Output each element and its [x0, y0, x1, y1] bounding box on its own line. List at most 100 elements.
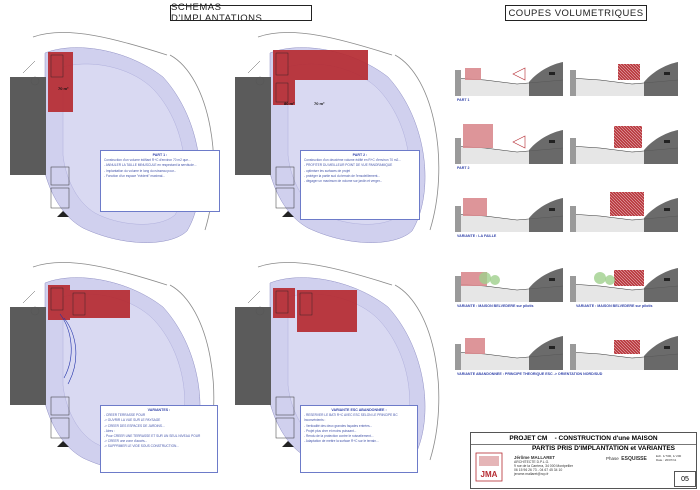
parking-space: [275, 417, 295, 439]
plan-4-note-line: - Adaptation de mettre la surface R+C su…: [304, 439, 379, 444]
area-label: 80 m²: [284, 101, 295, 106]
hillside-terrain: [529, 336, 563, 370]
car-icon: [549, 278, 555, 281]
building-outline: [72, 292, 86, 316]
plan-3-note: VARIANTES : - CREER TERRASSE POUR -> OUV…: [100, 405, 218, 473]
plan-4-note-line: - Rendu de la protection contre le ruiss…: [304, 434, 374, 439]
view-cone-icon: [512, 67, 526, 81]
car-icon: [549, 140, 555, 143]
road-edge-line: [32, 262, 168, 286]
parking-space: [275, 396, 295, 416]
section-sketch: [569, 50, 679, 96]
plan-3-note-line: -> CREER une zone d'accès...: [104, 439, 148, 444]
section-5-label: VARIANTE : MAISON BELVEDERE sur pilotis: [576, 304, 653, 308]
access-line: [22, 290, 36, 304]
volume-hatch: [614, 126, 642, 148]
north-arrow: [282, 211, 294, 217]
north-arrow: [282, 441, 294, 447]
hillside-terrain: [529, 62, 563, 96]
title-block-project: PROJET CM - CONSTRUCTION d'une MAISON: [471, 433, 696, 445]
car-icon: [664, 208, 670, 211]
architect-title: ARCHITECTE D.P.L.G.: [514, 460, 550, 464]
neighbour-wall: [455, 344, 461, 370]
access-path-arrow: [59, 313, 72, 379]
plan-2-note-line: - protéger la partie sud du terrain de l…: [304, 173, 381, 178]
plan-1-note-title: PART 1 :: [152, 153, 168, 157]
section-1-label: PART 1: [457, 98, 470, 102]
neighbour-building: [10, 307, 46, 405]
section-3-label: VARIANTE : LA FAILLE: [457, 234, 497, 238]
section-sketch: [569, 186, 679, 232]
tree-symbol: [605, 275, 615, 285]
neighbour-wall: [455, 276, 461, 302]
section-sketch: [454, 118, 564, 164]
plan-2-note-line: Construction d'un deuxième volume édifié…: [304, 158, 401, 163]
building-outline: [275, 82, 289, 103]
section-sketch: [569, 118, 679, 164]
car-icon: [549, 346, 555, 349]
plan-3-note-line: -> CREER DES ESPACES DE JARDINS...: [104, 423, 165, 428]
section-sketch: [454, 324, 564, 370]
parking-space: [50, 187, 70, 209]
sections-layer: [454, 50, 679, 370]
parking-space: [50, 166, 70, 186]
plan-1-note-line: - Fonction d'un espace "évident" maximal…: [104, 173, 165, 178]
plan-building-volume: [273, 80, 295, 105]
plan-3-note-line: - CREER TERRASSE POUR: [104, 413, 146, 418]
plan-1-note-line: Construction d'un volume édifiant R+C d'…: [104, 158, 191, 163]
neighbour-building: [235, 77, 271, 175]
neighbour-wall: [570, 70, 576, 96]
tree-symbol: [30, 76, 40, 86]
car-icon: [664, 278, 670, 281]
neighbour-wall: [570, 344, 576, 370]
plan-building-volume: [48, 52, 73, 112]
plan-2-note-line: - optimiser les surfaces de projet: [304, 168, 351, 173]
plan-building-volume: [273, 288, 295, 318]
road-edge-line: [394, 54, 440, 231]
plan-4-note-line: - Projet plus cher et moins puissant...: [304, 428, 357, 433]
section-volume: [465, 338, 485, 354]
header-schemas: SCHEMAS D'IMPLANTATIONS: [170, 2, 312, 24]
road-edge-line: [394, 284, 440, 461]
plan-4-note-line: - Verticalité des deux grandes façades e…: [304, 423, 373, 428]
neighbour-building: [10, 77, 46, 175]
section-volume: [463, 198, 487, 216]
title-block-subject: PARTIS PRIS D'IMPLANTATION et VARIANTES: [532, 445, 675, 452]
north-arrow: [57, 441, 69, 447]
building-outline: [275, 52, 289, 76]
access-line: [247, 60, 261, 74]
architect-info: Jérôme MALLARET ARCHITECTE D.P.L.G. 9 ru…: [514, 455, 604, 476]
plan-1-note-line: - ANNULER LA TAILLE MINUSCULE en respect…: [104, 163, 197, 168]
car-icon: [664, 346, 670, 349]
plan-1-note: PART 1 : Construction d'un volume édifia…: [100, 150, 220, 212]
plan-4-note-title: VARIANTE ESC ABANDONNEE :: [331, 408, 387, 412]
page-number: 05: [674, 471, 696, 487]
neighbour-wall: [455, 206, 461, 232]
architect-phone: 06 15 96 26 73 - 04 67 45 34 10: [514, 468, 563, 472]
section-2-label: PART 2: [457, 166, 470, 170]
jma-logo: JMA: [475, 452, 503, 482]
neighbour-wall: [455, 138, 461, 164]
access-line: [247, 290, 261, 304]
area-label: 70 m²: [58, 86, 69, 91]
hillside-terrain: [529, 130, 563, 164]
building-outline: [299, 292, 313, 316]
section-4-label: VARIANTE : MAISON BELVEDERE sur pilotis: [457, 304, 534, 308]
section-sketch: [454, 186, 564, 232]
plan-4-note-line: Inconvénients :: [304, 418, 326, 423]
plan-building-volume: [273, 50, 368, 80]
plan-2-note: PART 2 : Construction d'un deuxième volu…: [300, 150, 420, 220]
access-line: [22, 60, 36, 74]
view-cone-icon: [512, 135, 526, 149]
hillside-terrain: [529, 198, 563, 232]
access-path-arrow: [63, 317, 77, 385]
hillside-terrain: [644, 336, 678, 370]
parking-space: [50, 396, 70, 416]
neighbour-wall: [570, 138, 576, 164]
parking-space: [275, 187, 295, 209]
plan-1-note-line: - Implantation du volume le long du ruis…: [104, 168, 177, 173]
plan-3-note-line: -> OUVRIR LA VUE SUR LE PAYSAGE: [104, 418, 161, 423]
section-sketch: [569, 256, 679, 302]
plan-4-note: VARIANTE ESC ABANDONNEE : - RESERVER LE …: [300, 405, 418, 473]
